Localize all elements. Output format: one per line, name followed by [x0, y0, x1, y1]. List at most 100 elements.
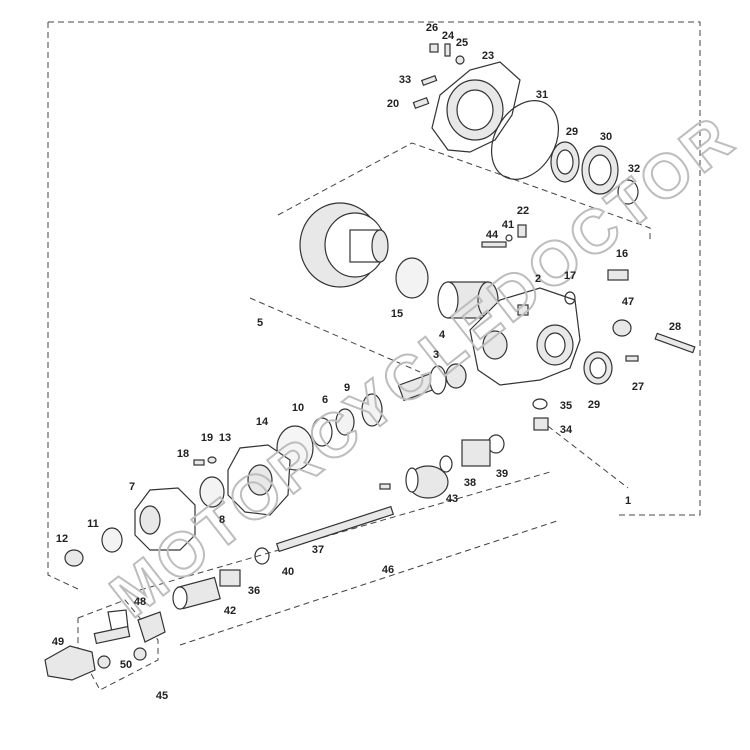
breather-part — [517, 224, 527, 238]
callout-label-44: 44 — [486, 229, 499, 241]
callout-label-31: 31 — [536, 89, 548, 101]
callout-label-50: 50 — [120, 659, 132, 671]
callout-label-16: 16 — [616, 248, 628, 260]
group-46-top — [139, 471, 551, 591]
flange-part — [134, 487, 196, 551]
assembly-boundary-left — [47, 22, 81, 591]
washer-small-part — [532, 398, 548, 410]
universal-joint-part — [44, 609, 166, 681]
callout-label-32: 32 — [628, 163, 640, 175]
rubber-boot-part — [172, 576, 221, 610]
group-1-line — [539, 419, 629, 489]
callout-label-25: 25 — [456, 37, 468, 49]
o-ring-tiny-part — [505, 234, 513, 242]
callout-label-48: 48 — [134, 596, 146, 608]
bolt-small-part — [193, 459, 205, 466]
callout-label-23: 23 — [482, 50, 494, 62]
plug-part — [612, 319, 632, 337]
group-46-bottom — [179, 519, 561, 646]
pinion-gear-part — [397, 363, 467, 402]
callout-label-5: 5 — [257, 317, 263, 329]
gasket-ring-part — [311, 417, 333, 447]
callout-label-39: 39 — [496, 468, 508, 480]
callout-label-4: 4 — [439, 329, 446, 341]
callout-label-28: 28 — [669, 321, 681, 333]
callout-label-30: 30 — [600, 131, 612, 143]
assembly-boundary — [48, 21, 701, 516]
needle-cage-part — [461, 439, 491, 467]
callout-label-13: 13 — [219, 432, 231, 444]
shim-part — [335, 408, 355, 436]
bearing-housing-part — [227, 444, 291, 516]
drain-plug-part — [533, 417, 549, 431]
callout-label-10: 10 — [292, 402, 304, 414]
small-ring-part — [617, 179, 639, 205]
dowel-part — [481, 241, 507, 248]
callout-label-37: 37 — [312, 544, 324, 556]
seal-small-part — [199, 476, 225, 508]
needle-bearing-part — [437, 281, 499, 319]
callout-label-22: 22 — [517, 205, 529, 217]
long-bolt-part — [654, 332, 696, 354]
callout-label-6: 6 — [322, 394, 328, 406]
callout-label-12: 12 — [56, 533, 68, 545]
callout-label-43: 43 — [446, 493, 458, 505]
callout-label-46: 46 — [382, 564, 394, 576]
callout-label-47: 47 — [622, 296, 634, 308]
callout-label-34: 34 — [560, 424, 573, 436]
shaft-pin-part — [379, 483, 391, 490]
clip-part — [439, 455, 453, 473]
callout-label-8: 8 — [219, 514, 225, 526]
callout-label-45: 45 — [156, 690, 168, 702]
stud-part — [412, 97, 430, 109]
cv-cup-part — [405, 465, 449, 499]
group-5-line — [249, 297, 421, 373]
group-5-boundary — [277, 142, 651, 240]
callout-label-14: 14 — [256, 416, 269, 428]
gear-housing-part — [469, 287, 581, 386]
callout-label-33: 33 — [399, 74, 411, 86]
washer-tiny-part — [207, 456, 217, 464]
o-ring-part — [490, 100, 560, 180]
callout-label-19: 19 — [201, 432, 213, 444]
watermark-text: MOTORCYCLEDOCTOR — [98, 102, 748, 631]
ring-part — [395, 257, 429, 299]
sensor-part — [607, 269, 629, 281]
callout-label-11: 11 — [87, 518, 99, 530]
callout-label-18: 18 — [177, 448, 189, 460]
callout-label-1: 1 — [625, 495, 631, 507]
flange-nut-part — [64, 549, 84, 567]
callout-label-35: 35 — [560, 400, 572, 412]
callout-label-27: 27 — [632, 381, 644, 393]
screw-part — [625, 355, 639, 362]
o-ring-small-part — [564, 291, 576, 305]
callout-label-40: 40 — [282, 566, 294, 578]
callout-label-20: 20 — [387, 98, 399, 110]
washer-part — [455, 55, 465, 65]
callout-label-29a: 29 — [566, 126, 578, 138]
spacer-part — [361, 393, 383, 427]
callout-label-26: 26 — [426, 22, 438, 34]
callout-label-49: 49 — [52, 636, 64, 648]
callout-label-29b: 29 — [588, 399, 600, 411]
cover-plate-part — [431, 61, 521, 153]
callout-labels: 1234567891011121314151617181920222324252… — [52, 22, 681, 702]
callout-label-9: 9 — [344, 382, 350, 394]
spring-part — [219, 569, 241, 587]
ring-gear-part — [299, 202, 389, 288]
drive-shaft-part — [275, 505, 395, 553]
callout-label-15: 15 — [391, 308, 403, 320]
seal-flange-part — [101, 527, 123, 553]
callout-label-3: 3 — [433, 349, 439, 361]
pin-part — [444, 43, 451, 57]
callout-label-41: 41 — [502, 219, 514, 231]
callout-label-2: 2 — [535, 273, 541, 285]
callout-label-36: 36 — [248, 585, 260, 597]
callout-label-38: 38 — [464, 477, 476, 489]
bolt-part — [420, 74, 438, 86]
callout-label-42: 42 — [224, 605, 236, 617]
callout-label-24: 24 — [442, 30, 455, 42]
circlip-part — [254, 547, 270, 565]
callout-label-7: 7 — [129, 481, 135, 493]
